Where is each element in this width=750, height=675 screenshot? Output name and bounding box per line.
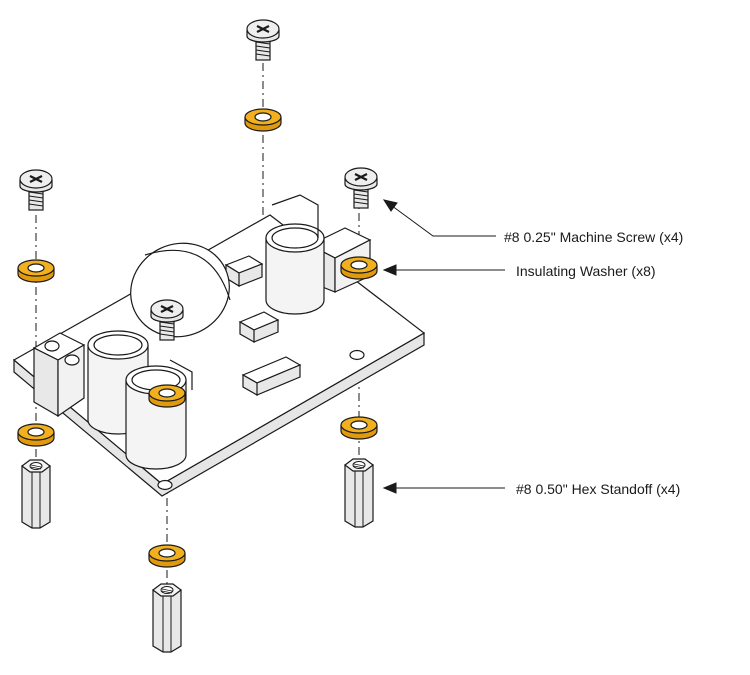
insulating-washer-label: Insulating Washer (x8)	[516, 263, 656, 279]
circuit-board	[12, 194, 426, 497]
hex-standoff-label: #8 0.50" Hex Standoff (x4)	[516, 481, 681, 497]
leader-lines	[382, 199, 505, 494]
machine-screw-label: #8 0.25" Machine Screw (x4)	[504, 229, 684, 245]
